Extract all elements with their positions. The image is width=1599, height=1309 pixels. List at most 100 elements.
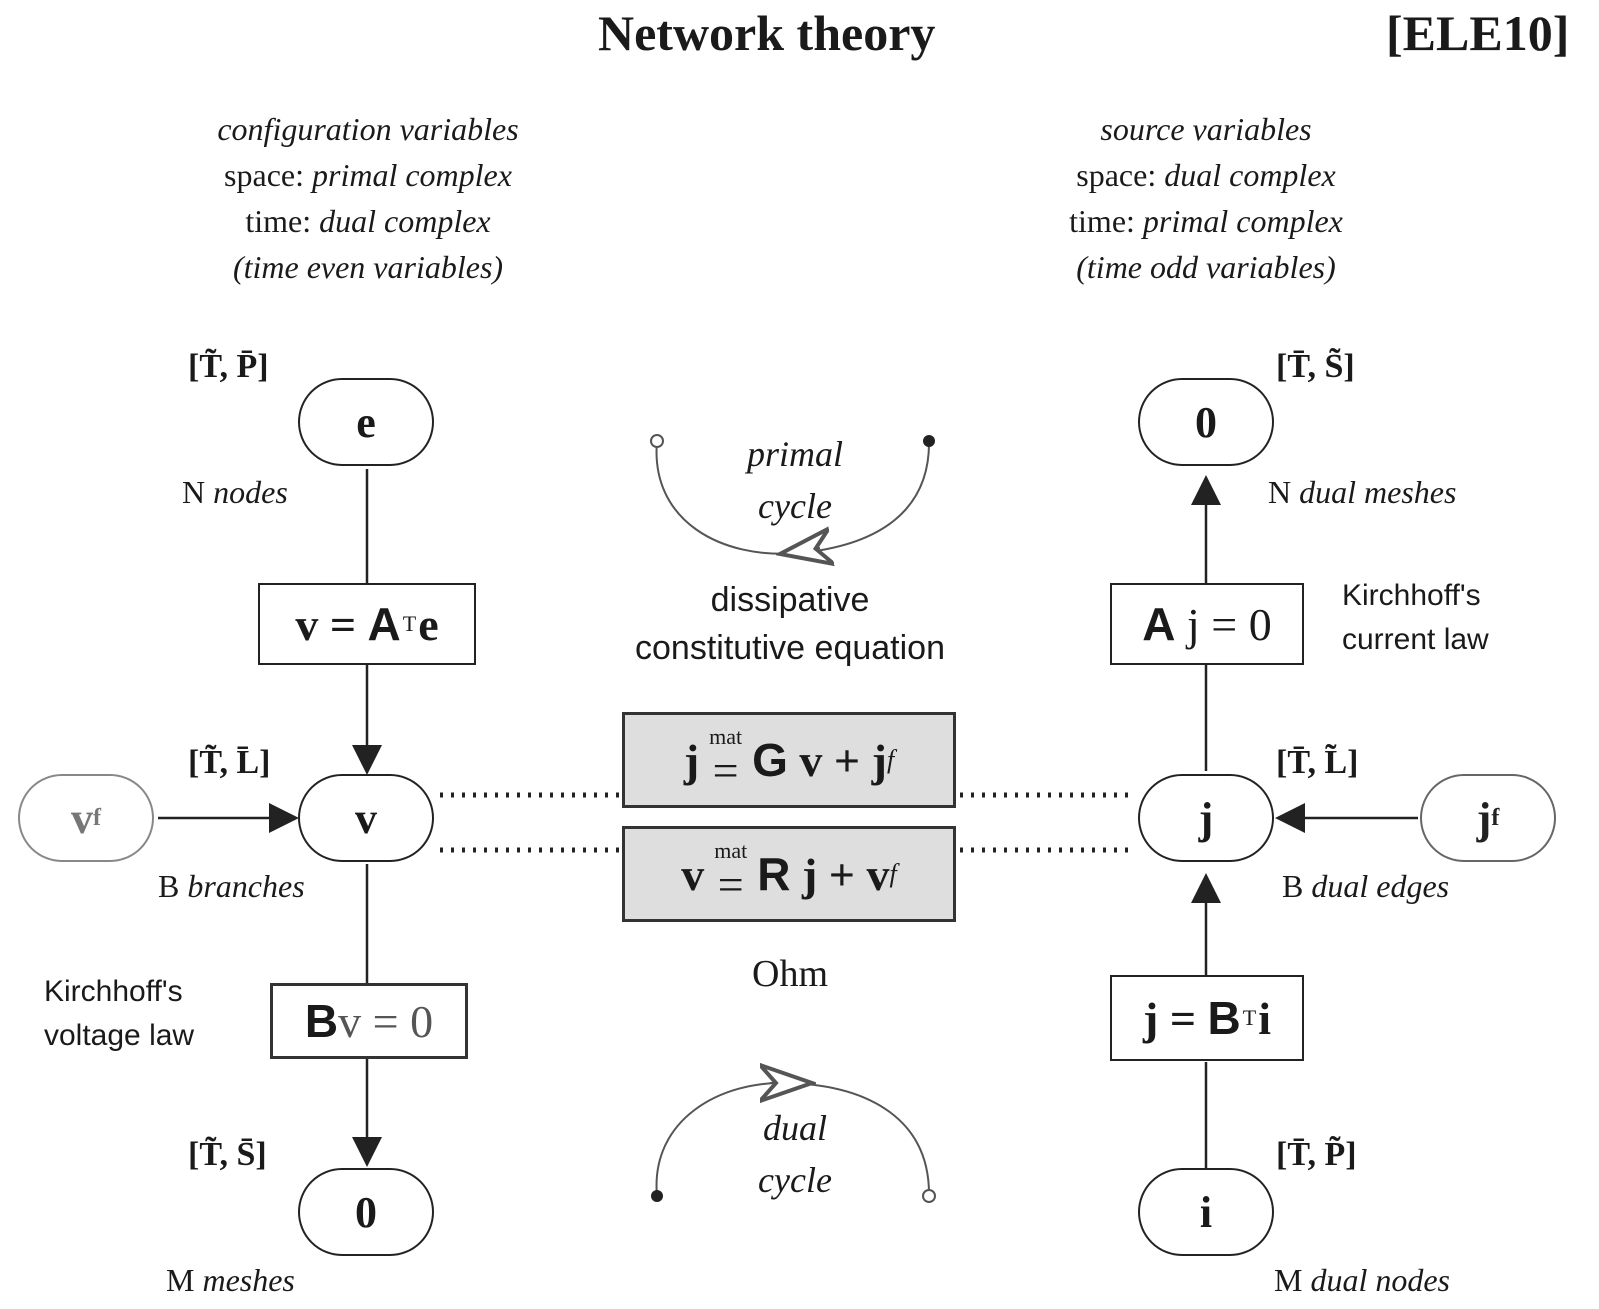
left-top-label: N nodes <box>182 474 288 511</box>
reference-tag: [ELE10] <box>1386 5 1570 61</box>
primal-cycle-arrowhead <box>780 548 820 554</box>
left-header-space-prefix: space: <box>224 157 304 193</box>
node-vf-letter: v <box>71 793 93 843</box>
left-header: configuration variables space: primal co… <box>158 106 578 290</box>
right-mid-tag: [T̄, L̃] <box>1276 744 1359 781</box>
eq-right2-sup: T <box>1242 1005 1257 1030</box>
primal-cycle-label: primal cycle <box>700 428 890 532</box>
left-mid-label: B branches <box>158 868 305 905</box>
node-i: i <box>1138 1168 1274 1256</box>
dissipative-line1: dissipative <box>710 581 870 619</box>
right-bottom-label-text: dual nodes <box>1310 1262 1450 1298</box>
dual-cycle-line1: dual <box>762 1108 827 1148</box>
eq-left1-lhs: v = <box>295 598 357 650</box>
dissipative-line2: constitutive equation <box>635 629 945 667</box>
right-header-line1: source variables <box>1100 111 1312 147</box>
dual-cycle-open-end <box>922 1189 936 1203</box>
eq-right2-rhs: i <box>1258 992 1271 1044</box>
kvl-label: Kirchhoff's voltage law <box>44 970 194 1058</box>
right-header-time-prefix: time: <box>1069 203 1135 239</box>
eqA-eq: = <box>712 745 739 796</box>
right-header: source variables space: dual complex tim… <box>996 106 1416 290</box>
ohm-label: Ohm <box>752 953 828 995</box>
left-bottom-label-letter: M <box>166 1262 195 1298</box>
right-top-label-text: dual meshes <box>1299 474 1457 510</box>
left-bottom-label-text: meshes <box>202 1262 295 1298</box>
eq-left1-op: A <box>367 598 401 650</box>
left-top-tag: [T̃, P̄] <box>188 348 269 385</box>
eqB-sup: mat <box>714 838 748 863</box>
kcl-line2: current law <box>1342 623 1489 656</box>
right-mid-label: B dual edges <box>1282 868 1449 905</box>
eq-left1-rhs: e <box>418 598 439 650</box>
left-mid-tag: [T̃, L̄] <box>188 744 271 781</box>
left-bottom-tag: [T̃, S̄] <box>188 1136 267 1173</box>
left-mid-label-text: branches <box>187 868 305 904</box>
primal-cycle-line1: primal <box>746 434 843 474</box>
right-header-line4: (time odd variables) <box>1076 249 1336 285</box>
dual-cycle-line2: cycle <box>758 1160 832 1200</box>
dissipative-label: dissipative constitutive equation <box>580 576 1000 672</box>
left-header-space-value: primal complex <box>312 157 512 193</box>
equation-Aj-equals-0: A j = 0 <box>1110 583 1304 665</box>
right-bottom-label: M dual nodes <box>1274 1262 1450 1299</box>
primal-cycle-line2: cycle <box>758 486 832 526</box>
left-header-line4: (time even variables) <box>232 249 504 285</box>
eqB-sub: f <box>889 859 897 888</box>
eq-left1-sup: T <box>402 611 417 636</box>
right-mid-label-letter: B <box>1282 868 1304 904</box>
left-mid-label-letter: B <box>158 868 180 904</box>
right-bottom-label-letter: M <box>1274 1262 1303 1298</box>
right-bottom-tag: [T̄, P̃] <box>1276 1136 1357 1173</box>
eqA-sub: f <box>886 745 895 774</box>
node-jf-sub: f <box>1491 804 1500 831</box>
left-header-time-prefix: time: <box>245 203 312 239</box>
eqB-eq: = <box>717 859 744 910</box>
node-j: j <box>1138 774 1274 862</box>
node-jf-letter: j <box>1476 793 1492 843</box>
kvl-line2: voltage law <box>44 1019 195 1052</box>
eqB-op: R <box>757 848 791 900</box>
right-header-space-prefix: space: <box>1076 157 1157 193</box>
left-top-label-text: nodes <box>213 474 288 510</box>
eq-right2-op: B <box>1207 992 1241 1044</box>
page-title: Network theory <box>598 5 936 61</box>
eq-right2-lhs: j = <box>1143 992 1197 1044</box>
eq-left2-rest: v = 0 <box>338 995 434 1047</box>
node-v: v <box>298 774 434 862</box>
node-zero-meshes: 0 <box>298 1168 434 1256</box>
eqA-rest: v + j <box>799 734 887 786</box>
eq-right1-op: A <box>1142 598 1176 650</box>
eqA-lhs: j <box>683 734 700 786</box>
kcl-line1: Kirchhoff's <box>1342 579 1481 612</box>
eq-right1-rest: j = 0 <box>1187 598 1272 650</box>
left-header-time-value: dual complex <box>319 203 491 239</box>
node-zero-dual-meshes: 0 <box>1138 378 1274 466</box>
right-mid-label-text: dual edges <box>1311 868 1450 904</box>
primal-cycle-filled-end <box>923 435 935 447</box>
primal-cycle-open-end <box>650 434 664 448</box>
right-top-label: N dual meshes <box>1268 474 1456 511</box>
right-header-time-value: primal complex <box>1142 203 1343 239</box>
node-vf-sub: f <box>93 804 101 831</box>
kvl-line1: Kirchhoff's <box>44 975 183 1008</box>
right-top-label-letter: N <box>1268 474 1292 510</box>
eqB-rest: j + v <box>801 848 890 900</box>
dual-cycle-filled-end <box>651 1190 663 1202</box>
eq-left2-op: B <box>304 995 339 1047</box>
eqB-lhs: v <box>681 848 705 900</box>
right-top-tag: [T̄, S̃] <box>1276 348 1355 385</box>
left-header-line1: configuration variables <box>217 111 519 147</box>
left-bottom-label: M meshes <box>166 1262 295 1299</box>
eqA-sup: mat <box>709 724 743 749</box>
kcl-label: Kirchhoff's current law <box>1342 574 1489 662</box>
dual-cycle-label: dual cycle <box>700 1102 890 1206</box>
